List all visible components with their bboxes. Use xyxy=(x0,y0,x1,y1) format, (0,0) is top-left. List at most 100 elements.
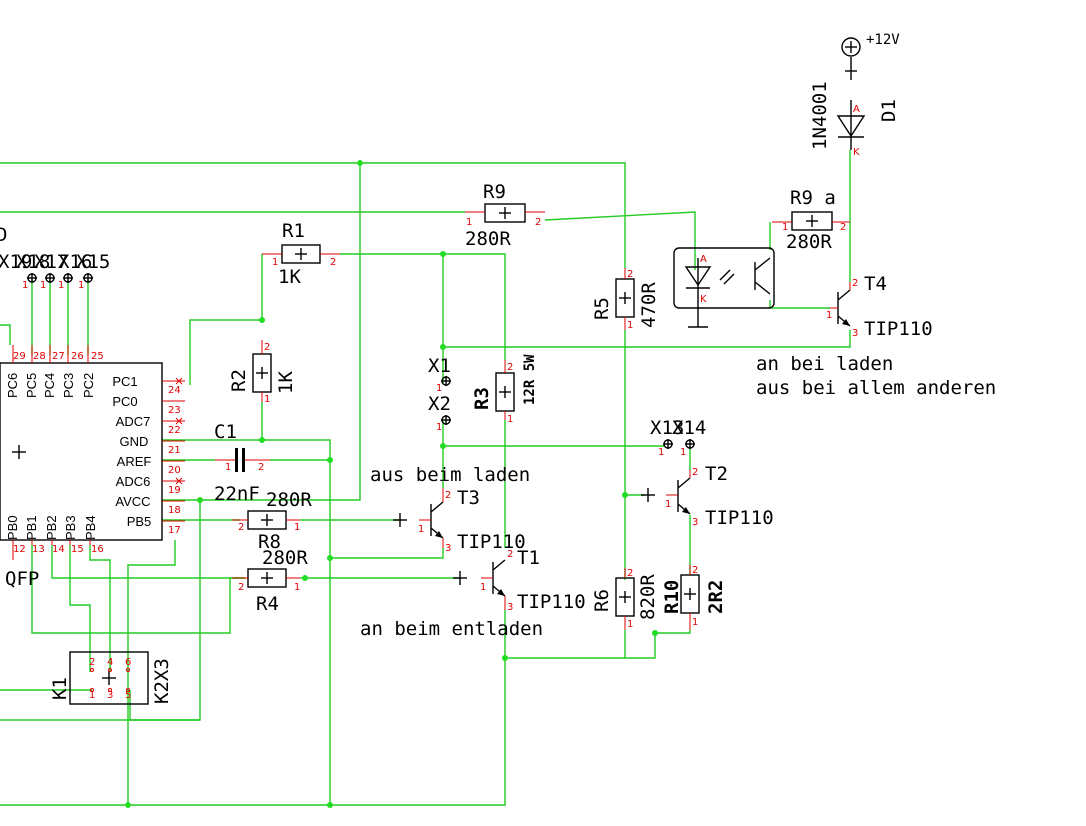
svg-text:PB5: PB5 xyxy=(127,514,152,529)
svg-text:PC3: PC3 xyxy=(61,373,76,398)
svg-text:1: 1 xyxy=(692,617,698,628)
svg-text:X16: X16 xyxy=(58,251,92,273)
resistor-r8: 2 1 R8 280R xyxy=(232,489,312,553)
resistor-r9: 1 2 R9 280R xyxy=(465,181,545,250)
resistor-r6: 2 1 R6 820R xyxy=(591,568,659,630)
svg-text:2: 2 xyxy=(535,217,541,228)
svg-text:PC1: PC1 xyxy=(112,374,137,389)
svg-text:3: 3 xyxy=(507,602,513,613)
svg-text:R3: R3 xyxy=(471,387,493,410)
svg-text:2: 2 xyxy=(330,257,336,268)
svg-text:PB0: PB0 xyxy=(5,515,20,540)
svg-text:T2: T2 xyxy=(705,463,728,485)
svg-text:PC5: PC5 xyxy=(24,373,39,398)
svg-text:AREF: AREF xyxy=(117,454,152,469)
transistor-t1: 2 1 3 T1 TIP110 xyxy=(453,547,586,613)
svg-text:16: 16 xyxy=(91,544,104,555)
svg-text:6: 6 xyxy=(125,657,131,668)
svg-text:X14: X14 xyxy=(672,417,706,439)
svg-text:2: 2 xyxy=(238,582,244,593)
svg-text:2: 2 xyxy=(89,657,95,668)
svg-text:280R: 280R xyxy=(465,228,511,250)
svg-text:3: 3 xyxy=(692,517,698,528)
svg-text:K: K xyxy=(853,147,860,158)
svg-text:1: 1 xyxy=(225,462,231,473)
svg-text:1: 1 xyxy=(264,394,270,405)
svg-text:1: 1 xyxy=(294,522,300,533)
svg-text:22: 22 xyxy=(168,425,181,436)
connector-x13: 1 X13 xyxy=(650,417,684,458)
resistor-r5: 2 1 R5 470R xyxy=(591,268,660,331)
svg-text:1: 1 xyxy=(826,310,832,321)
svg-text:TIP110: TIP110 xyxy=(457,531,526,553)
svg-text:PB1: PB1 xyxy=(24,515,39,540)
svg-text:TIP110: TIP110 xyxy=(864,318,933,340)
svg-text:R5: R5 xyxy=(591,297,613,320)
svg-text:1: 1 xyxy=(436,422,442,433)
svg-text:1: 1 xyxy=(22,280,28,291)
svg-text:13: 13 xyxy=(32,544,45,555)
svg-text:R2: R2 xyxy=(228,369,250,392)
svg-text:1: 1 xyxy=(436,383,442,394)
svg-text:1: 1 xyxy=(78,280,84,291)
svg-text:22nF: 22nF xyxy=(214,483,260,505)
resistor-r10: 2 1 R10 2R2 xyxy=(661,565,727,630)
note-charge-off: aus beim laden xyxy=(370,464,530,486)
svg-text:X18: X18 xyxy=(16,251,50,273)
svg-text:R6: R6 xyxy=(591,589,613,612)
svg-text:1: 1 xyxy=(627,320,633,331)
svg-text:1: 1 xyxy=(466,217,472,228)
note-charge-on: an bei laden xyxy=(756,353,893,375)
svg-text:470R: 470R xyxy=(638,282,660,328)
svg-text:1: 1 xyxy=(665,499,671,510)
svg-text:K2X3: K2X3 xyxy=(151,658,173,704)
svg-text:2: 2 xyxy=(445,490,451,501)
svg-text:PB4: PB4 xyxy=(83,515,98,540)
svg-text:1: 1 xyxy=(418,524,424,535)
svg-text:PB2: PB2 xyxy=(44,515,59,540)
svg-text:1: 1 xyxy=(40,280,46,291)
resistor-r4: 2 1 R4 280R xyxy=(232,547,308,615)
diode-name: D1 xyxy=(878,99,900,122)
svg-text:PC4: PC4 xyxy=(42,373,57,398)
note-others-off: aus bei allem anderen xyxy=(756,377,996,399)
svg-text:X2: X2 xyxy=(428,393,451,415)
svg-text:T3: T3 xyxy=(457,487,480,509)
svg-text:1: 1 xyxy=(480,582,486,593)
svg-text:TIP110: TIP110 xyxy=(705,507,774,529)
svg-text:18: 18 xyxy=(168,505,181,516)
svg-text:2: 2 xyxy=(692,565,698,576)
svg-text:1: 1 xyxy=(658,447,664,458)
supply-label: +12V xyxy=(866,32,900,48)
transistor-t3: 2 1 3 T3 TIP110 xyxy=(393,487,526,554)
diode-value: 1N4001 xyxy=(809,81,831,150)
optocoupler: A K xyxy=(673,247,775,328)
svg-text:R9: R9 xyxy=(483,181,506,203)
svg-text:12R 5W: 12R 5W xyxy=(522,354,538,405)
svg-text:19: 19 xyxy=(168,485,181,496)
svg-text:15: 15 xyxy=(71,544,84,555)
svg-text:280R: 280R xyxy=(786,231,832,253)
svg-text:2: 2 xyxy=(258,462,264,473)
svg-text:X17: X17 xyxy=(34,251,68,273)
supply-symbol: +12V xyxy=(841,32,900,80)
svg-text:ADC6: ADC6 xyxy=(116,474,151,489)
svg-text:1: 1 xyxy=(89,690,95,701)
svg-text:R9 a: R9 a xyxy=(790,187,836,209)
svg-text:1: 1 xyxy=(680,447,686,458)
connector-row-top-left: 1 1 1 1 X19 X18 X17 X16 X15 xyxy=(0,251,110,291)
mcu-top-pins: PC6 PC5 PC4 PC3 PC2 29 28 27 26 25 xyxy=(5,345,104,398)
svg-text:26: 26 xyxy=(71,351,84,362)
svg-text:21: 21 xyxy=(168,445,181,456)
svg-text:A: A xyxy=(700,254,707,265)
svg-text:4: 4 xyxy=(107,657,113,668)
mcu-bottom-pins: PB0 PB1 PB2 PB3 PB4 12 13 14 15 16 xyxy=(5,515,104,560)
svg-text:2: 2 xyxy=(840,222,846,233)
svg-text:R1: R1 xyxy=(282,220,305,242)
svg-text:K1: K1 xyxy=(49,677,71,700)
connector-x14: 1 X14 xyxy=(672,417,706,458)
svg-text:28: 28 xyxy=(33,351,46,362)
svg-text:T1: T1 xyxy=(517,547,540,569)
transistor-t2: 2 1 3 T2 TIP110 xyxy=(641,463,774,529)
svg-text:2: 2 xyxy=(507,362,513,373)
